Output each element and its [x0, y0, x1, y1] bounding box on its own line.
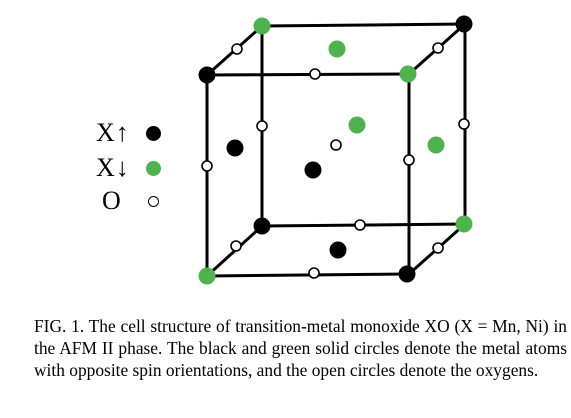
metal-atom-spin-down — [427, 136, 445, 154]
metal-atom-spin-up — [304, 161, 322, 179]
oxygen-atom — [231, 43, 243, 55]
legend-marker-spin-down — [146, 160, 161, 176]
oxygen-atom — [403, 154, 415, 166]
metal-atom-spin-down — [348, 116, 366, 134]
oxygen-atom — [330, 139, 342, 151]
oxygen-atom — [308, 267, 320, 279]
metal-atom-spin-up — [455, 15, 473, 33]
edge-front-bottom — [206, 272, 410, 278]
legend-label-spin-up: X↑ — [96, 118, 130, 147]
legend: X↑ X↓ O — [96, 118, 176, 218]
legend-label-oxygen: O — [102, 186, 122, 215]
oxygen-atom — [432, 42, 444, 54]
oxygen-atom — [432, 242, 444, 254]
legend-row-oxygen: O — [96, 186, 159, 216]
legend-row-spin-down: X↓ — [96, 153, 161, 183]
spin-up-atoms — [198, 15, 473, 283]
legend-marker-spin-up — [146, 125, 161, 141]
oxygen-atom — [201, 160, 213, 172]
cube-front-edges — [205, 72, 411, 278]
caption-text: FIG. 1. The cell structure of transition… — [34, 316, 567, 380]
legend-row-spin-up: X↑ — [96, 118, 161, 148]
metal-atom-spin-up — [398, 265, 416, 283]
oxygen-atom — [309, 68, 321, 80]
metal-atom-spin-up — [198, 66, 216, 84]
metal-atom-spin-down — [253, 17, 271, 35]
metal-atom-spin-down — [328, 40, 346, 58]
spin-down-atoms — [198, 17, 473, 285]
oxygen-atom — [256, 120, 268, 132]
edge-back-top — [261, 22, 466, 28]
oxygen-atom — [230, 240, 242, 252]
metal-atom-spin-down — [399, 65, 417, 83]
oxygen-atoms — [201, 42, 470, 279]
metal-atom-spin-up — [226, 139, 244, 157]
metal-atom-spin-up — [329, 241, 347, 259]
legend-marker-oxygen — [148, 195, 159, 207]
legend-label-spin-down: X↓ — [96, 153, 130, 182]
figure-caption: FIG. 1. The cell structure of transition… — [34, 315, 567, 381]
oxygen-atom — [458, 118, 470, 130]
metal-atom-spin-down — [198, 267, 216, 285]
metal-atom-spin-down — [455, 215, 473, 233]
oxygen-atom — [354, 219, 366, 231]
crystal-cell-diagram — [198, 15, 473, 285]
edge-front-top — [206, 72, 410, 77]
metal-atom-spin-up — [253, 217, 271, 235]
